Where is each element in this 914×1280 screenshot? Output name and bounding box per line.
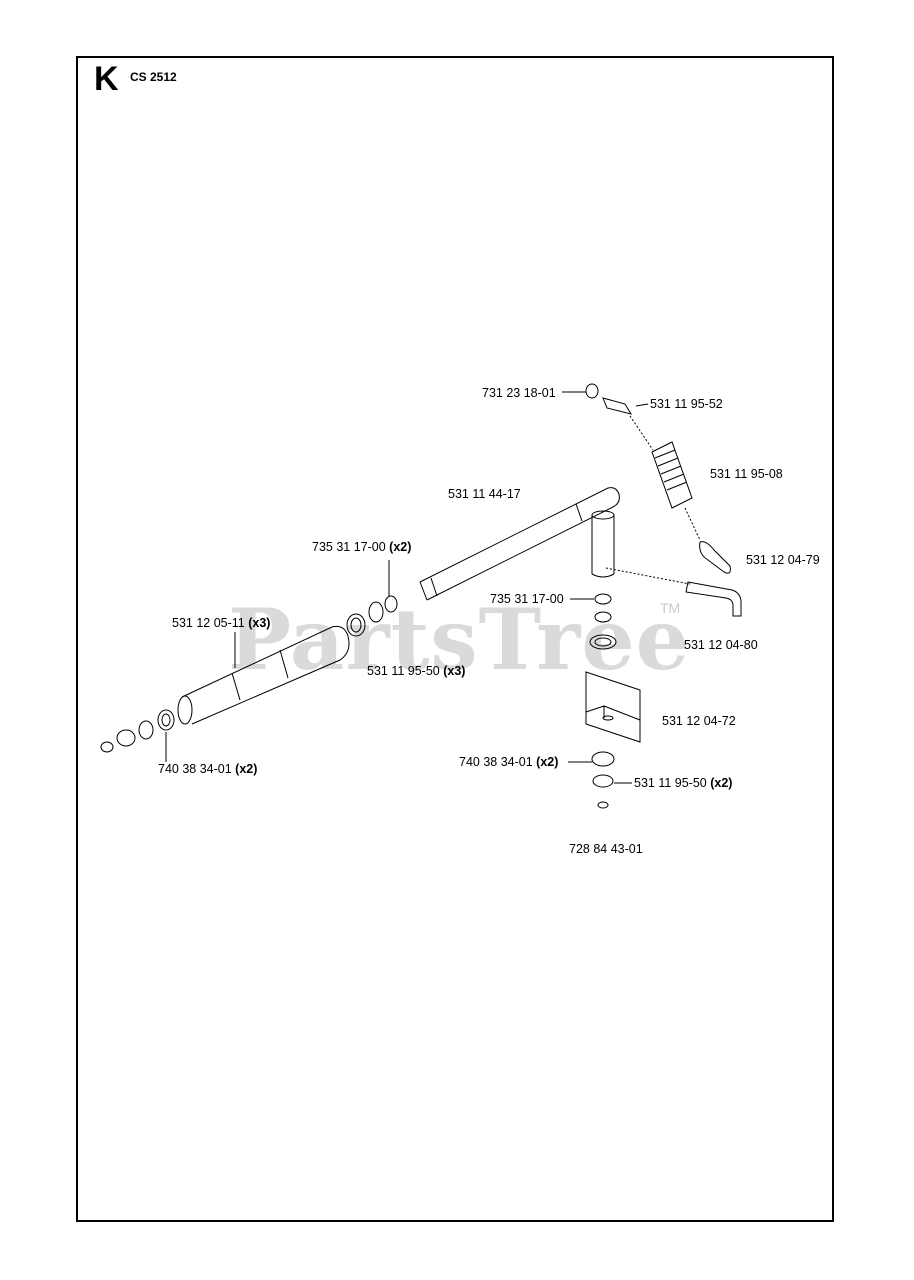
- leader-lines: [165, 391, 649, 784]
- main-tube: [419, 487, 620, 601]
- part-label: 735 31 17-00 (x2): [312, 540, 412, 554]
- vertical-post: [591, 510, 615, 578]
- model-number: CS 2512: [130, 70, 177, 84]
- part-label: 531 12 04-79: [746, 553, 820, 567]
- part-label: 531 11 95-52: [650, 397, 723, 411]
- part-label: 531 12 04-72: [662, 714, 736, 728]
- section-letter: K: [94, 60, 119, 98]
- watermark-tm: TM: [660, 600, 681, 616]
- part-label: 728 84 43-01: [569, 842, 643, 856]
- rod: [605, 567, 742, 617]
- roller-tubes: [177, 625, 350, 725]
- spring-assembly: [585, 383, 731, 574]
- part-label: 531 12 05-11 (x3): [172, 616, 271, 630]
- part-label: 531 12 04-80: [684, 638, 758, 652]
- part-label: 531 11 44-17: [448, 487, 521, 501]
- part-label: 531 11 95-50 (x2): [634, 776, 733, 790]
- washers-right: [589, 593, 617, 809]
- bracket: [585, 671, 641, 743]
- part-label: 531 11 95-50 (x3): [367, 664, 466, 678]
- part-label: 740 38 34-01 (x2): [459, 755, 559, 769]
- part-label: 735 31 17-00: [490, 592, 564, 606]
- part-label: 740 38 34-01 (x2): [158, 762, 258, 776]
- washers-left: [100, 709, 175, 753]
- part-label: 731 23 18-01: [482, 386, 556, 400]
- diagram-frame: [76, 56, 834, 1222]
- washers-middle: [346, 595, 398, 637]
- part-label: 531 11 95-08: [710, 467, 783, 481]
